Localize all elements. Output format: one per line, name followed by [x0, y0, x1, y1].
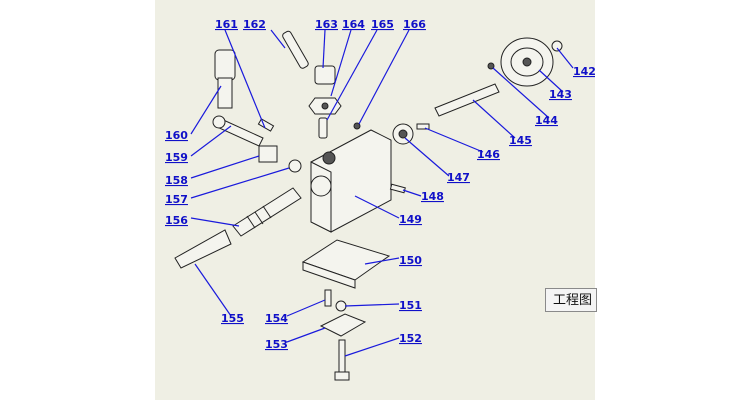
callout-159[interactable]: 159 [165, 151, 188, 164]
callout-153[interactable]: 153 [265, 338, 288, 351]
part-158-block [258, 145, 278, 163]
part-157-nut [288, 159, 302, 173]
drawing-sheet: 161 162 163 164 165 166 142 143 144 145 … [155, 0, 595, 400]
callout-149[interactable]: 149 [399, 213, 422, 226]
part-159-shaft [212, 115, 264, 147]
callout-145[interactable]: 145 [509, 134, 532, 147]
callout-160[interactable]: 160 [165, 129, 188, 142]
part-143-handwheel [500, 37, 554, 87]
callout-165[interactable]: 165 [371, 18, 394, 31]
callout-150[interactable]: 150 [399, 254, 422, 267]
part-145-leadscrew [434, 83, 500, 117]
part-163-bushing [308, 65, 342, 115]
part-146-screw [416, 123, 430, 130]
left-margin [0, 0, 155, 400]
part-152-long-bolt [334, 339, 350, 381]
callout-158[interactable]: 158 [165, 174, 188, 187]
callout-156[interactable]: 156 [165, 214, 188, 227]
part-151-nut [335, 300, 347, 312]
callout-147[interactable]: 147 [447, 171, 470, 184]
part-149-tailstock-body [310, 129, 392, 233]
right-margin [595, 0, 750, 400]
callout-154[interactable]: 154 [265, 312, 288, 325]
callout-142[interactable]: 142 [573, 65, 595, 78]
callout-162[interactable]: 162 [243, 18, 266, 31]
callout-161[interactable]: 161 [215, 18, 238, 31]
callout-166[interactable]: 166 [403, 18, 426, 31]
callout-143[interactable]: 143 [549, 88, 572, 101]
leader-lines [190, 29, 574, 357]
part-165-small-pin [318, 117, 328, 139]
callout-163[interactable]: 163 [315, 18, 338, 31]
exploded-view-drawing: 161 162 163 164 165 166 142 143 144 145 … [165, 18, 595, 381]
part-144-key [487, 62, 495, 70]
callout-146[interactable]: 146 [477, 148, 500, 161]
part-154-bolt [324, 289, 332, 307]
part-148-screw [389, 183, 406, 194]
part-150-base-plate [301, 239, 391, 289]
part-162-pin [282, 30, 309, 69]
part-156-threaded-rod [232, 187, 302, 237]
callout-144[interactable]: 144 [535, 114, 558, 127]
callout-152[interactable]: 152 [399, 332, 422, 345]
part-160-handle [214, 49, 236, 109]
part-161-pin [257, 118, 275, 132]
callout-155[interactable]: 155 [221, 312, 244, 325]
tooltip: 工程图 [545, 288, 597, 312]
part-166-screw [353, 122, 361, 130]
part-153-clamp-plate [319, 313, 367, 337]
callout-164[interactable]: 164 [342, 18, 365, 31]
part-147-flange [392, 123, 414, 145]
part-155-centre [174, 229, 232, 269]
callout-151[interactable]: 151 [399, 299, 422, 312]
callout-148[interactable]: 148 [421, 190, 444, 203]
callout-157[interactable]: 157 [165, 193, 188, 206]
part-142-nut [551, 40, 563, 52]
